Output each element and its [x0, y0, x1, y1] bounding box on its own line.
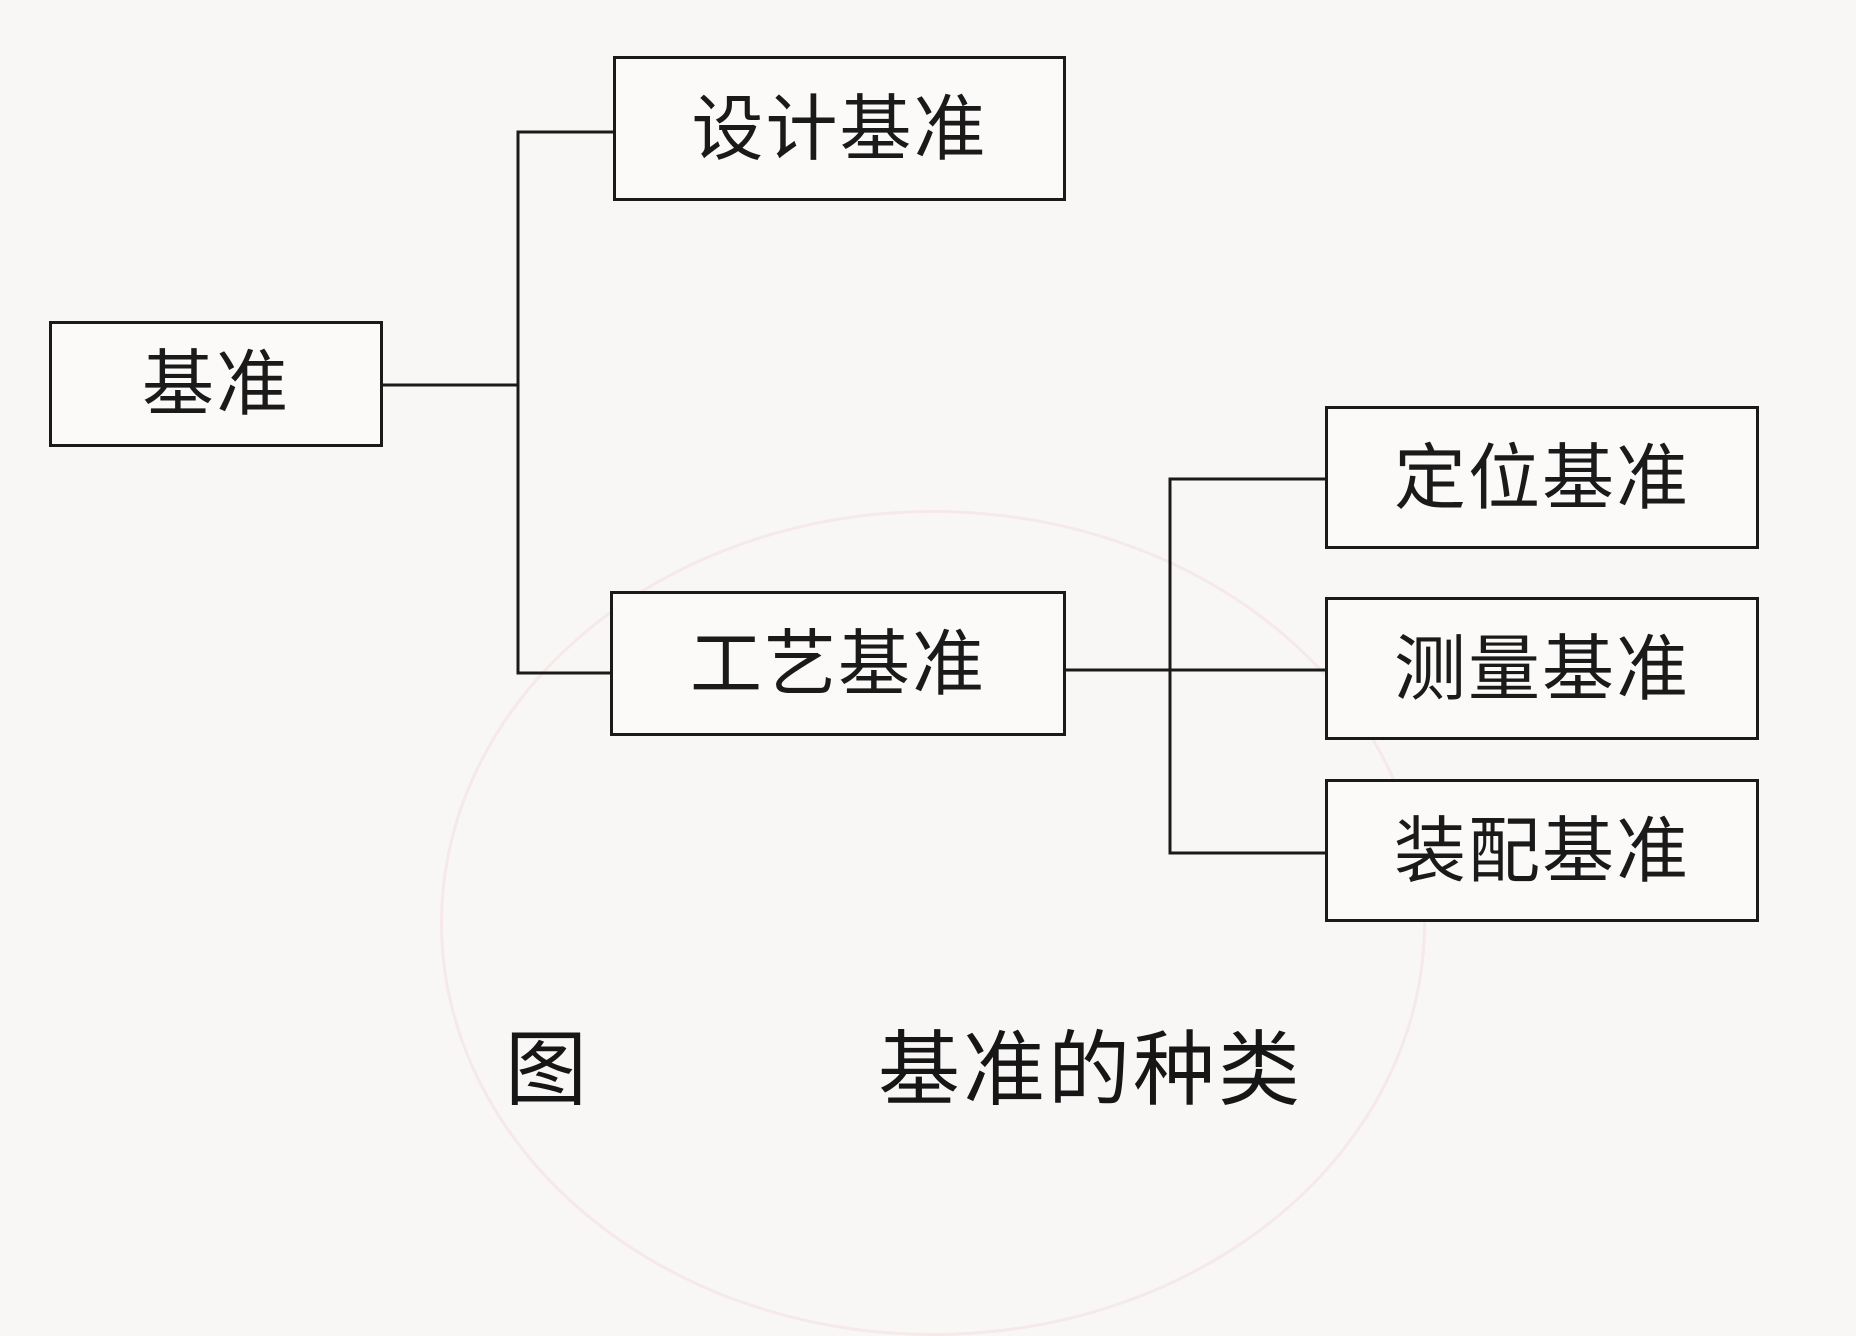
- node-datum: 基准: [49, 321, 383, 447]
- tree-connectors: [381, 130, 1327, 855]
- node-assembly-datum: 装配基准: [1325, 779, 1759, 922]
- node-measurement-datum: 测量基准: [1325, 597, 1759, 740]
- node-measurement-datum-label: 测量基准: [1393, 626, 1690, 711]
- node-assembly-datum-label: 装配基准: [1393, 808, 1690, 893]
- node-positioning-datum-label: 定位基准: [1393, 435, 1690, 520]
- node-design-datum-label: 设计基准: [691, 86, 988, 171]
- node-design-datum: 设计基准: [613, 56, 1066, 201]
- node-process-datum: 工艺基准: [610, 591, 1066, 736]
- figure-label: 图: [505, 1023, 588, 1118]
- node-process-datum-label: 工艺基准: [689, 621, 986, 706]
- node-datum-label: 基准: [141, 342, 290, 426]
- node-positioning-datum: 定位基准: [1325, 406, 1759, 549]
- figure-title: 基准的种类: [878, 1023, 1304, 1118]
